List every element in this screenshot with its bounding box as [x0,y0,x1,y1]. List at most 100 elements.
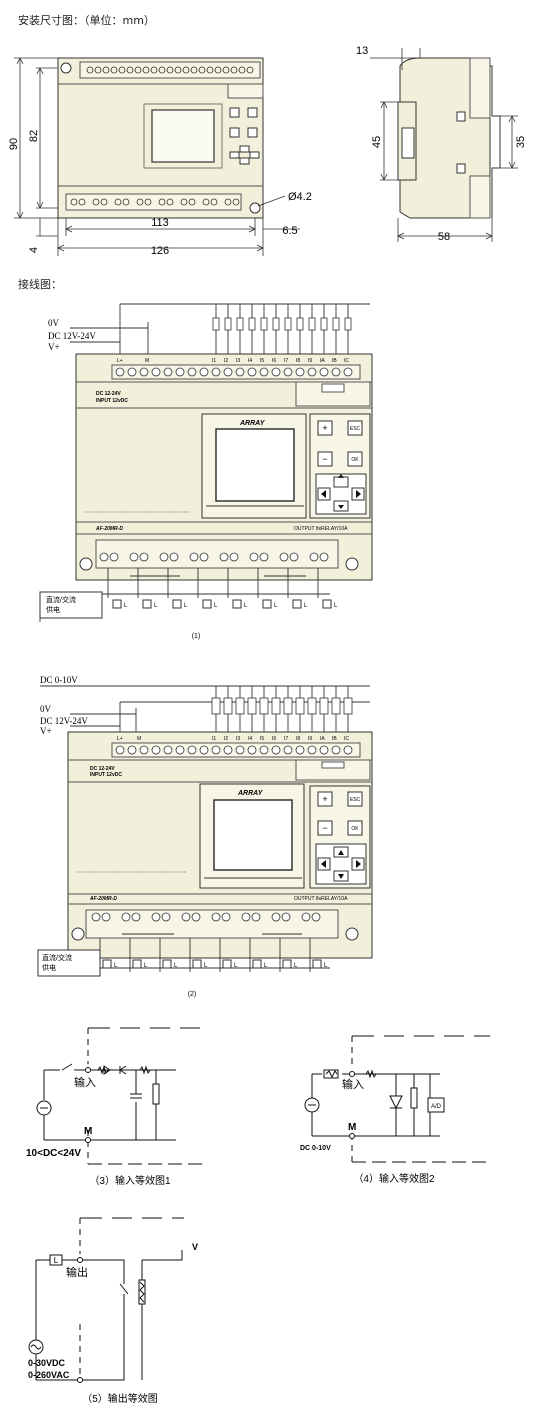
svg-text:I1: I1 [212,358,216,364]
arrow-down-icon[interactable] [338,505,344,509]
svg-text:L: L [204,963,208,969]
label-dc-supply: DC 12V-24V [48,331,96,341]
label-v-plus: V+ [48,342,60,352]
supply-box-2-text-1: 直流/交流 [42,953,72,962]
svg-text:I6: I6 [272,736,276,742]
ok-button[interactable] [347,451,363,467]
term-m-2: M [137,736,141,742]
input-label: INPUT 12vDC [96,398,128,404]
svg-text:L: L [334,603,338,609]
input-label-2: INPUT 12vDC [90,772,122,778]
model-label-2: AF-20MR-D [89,896,117,902]
plus-button[interactable] [317,420,333,436]
arrow-right-icon[interactable] [356,490,361,498]
output-label-2: OUTPUT 8xRELAY/10A [294,896,348,902]
svg-text:I9: I9 [308,736,312,742]
top-terminal-strip [79,61,261,79]
brand-logo: ARRAY [239,420,266,427]
input-switch-row [215,304,349,354]
bottom-terminals-1 [99,552,329,562]
arrow-down-icon-2[interactable] [338,874,344,879]
arrow-left-icon-2[interactable] [321,860,326,868]
svg-text:IA: IA [320,358,325,364]
svg-text:−: − [322,823,327,833]
load-box-icon [49,1254,63,1266]
dim-35: 35 [515,136,527,148]
svg-text:I7: I7 [284,358,288,364]
dim-126: 126 [151,245,169,257]
supply-box-text-2: 供电 [46,605,60,614]
minus-button[interactable] [317,451,333,467]
svg-text:I8: I8 [296,736,300,742]
install-dimension-title: 安装尺寸图：（单位：mm） [18,14,155,27]
mount-hole-bottom [249,202,261,214]
svg-text:IB: IB [332,736,337,742]
svg-text:ESC: ESC [350,797,361,803]
svg-text:I5: I5 [260,736,264,742]
plus-button-2[interactable] [317,791,333,807]
svg-text:OK: OK [351,457,359,463]
eq1-input-label: 输入 [74,1075,96,1089]
arrow-right-icon-2[interactable] [356,860,361,868]
svg-text:I3: I3 [236,358,240,364]
eq2-ad-label: A/D [431,1104,442,1110]
svg-text:I3: I3 [236,736,240,742]
brand-logo-2: ARRAY [237,790,264,797]
ok-button-2[interactable] [347,820,363,836]
svg-text:IA: IA [320,736,325,742]
top-terminals-2 [115,745,353,755]
svg-text:OK: OK [351,826,359,832]
eq3-l-label: L [54,1256,59,1265]
dim-90: 90 [8,138,20,150]
dim-45: 45 [371,136,383,148]
load-boxes-1: L L L L L L L L [112,599,338,609]
svg-text:L: L [234,963,238,969]
svg-text:+: + [322,794,327,804]
eq3-caption: （5）输出等效图 [82,1392,158,1405]
svg-text:I4: I4 [248,358,252,364]
supply-box-1 [39,591,103,619]
svg-text:L: L [174,963,178,969]
svg-text:L: L [274,603,278,609]
minus-button-2[interactable] [317,820,333,836]
svg-text:I9: I9 [308,358,312,364]
svg-text:I6: I6 [272,358,276,364]
eq2-input-label: 输入 [342,1077,364,1091]
eq1-range: 10<DC<24V [26,1148,81,1159]
supply-box-2 [37,949,101,977]
dim-58: 58 [438,231,450,243]
caption-1: (1) [192,633,201,640]
eq3-range-2: 0-260VAC [28,1370,70,1380]
svg-text:I4: I4 [248,736,252,742]
dim-6-5: 6.5 [282,225,297,237]
mount-hole-top [60,62,72,74]
arrow-left-icon[interactable] [321,490,326,498]
eq3-output-label: 输出 [66,1265,88,1279]
bottom-terminals-2 [91,912,321,922]
svg-text:I7: I7 [284,736,288,742]
dim-4: 4 [28,247,40,253]
arrow-up-icon-2[interactable] [338,850,344,855]
svg-text:L: L [124,603,128,609]
front-dimension-drawing: 90 82 4 113 126 6.5 Ø4.2 [8,57,312,257]
bottom-terminal-strip [65,193,242,211]
supply-box-2-text-2: 供电 [42,963,56,972]
svg-text:L: L [154,603,158,609]
svg-text:L: L [184,603,188,609]
svg-text:L: L [294,963,298,969]
esc-button-2[interactable] [347,791,363,807]
dc-label-2: DC 12-24V [90,766,115,772]
lcd-screen-2 [213,799,293,871]
label-0v-2: 0V [40,704,52,714]
caption-2: (2) [188,991,197,998]
dim-82: 82 [28,130,40,142]
esc-button[interactable] [347,420,363,436]
dc-label: DC 12-24V [96,391,121,397]
front-buttons [229,107,260,165]
lcd-screen-outline [151,109,215,163]
wiring-title: 接线图： [18,278,62,291]
eq1-m-label: M [84,1126,92,1137]
